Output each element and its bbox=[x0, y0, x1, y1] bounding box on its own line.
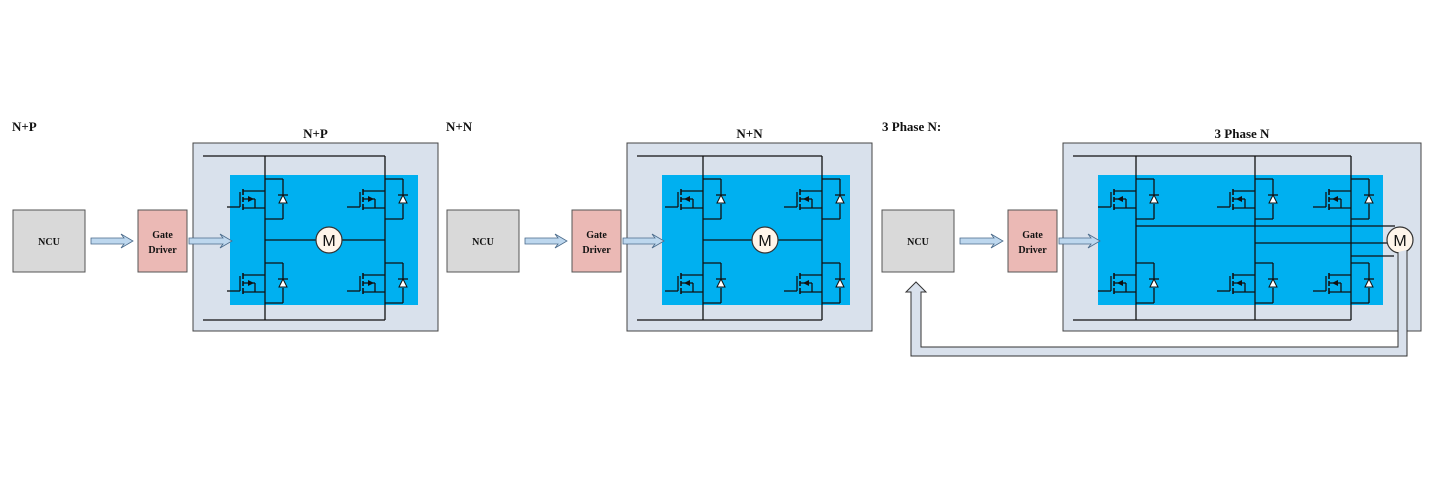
arrow-ncu-to-driver bbox=[90, 233, 134, 249]
diode-icon bbox=[1149, 193, 1159, 204]
body-arrow-icon bbox=[248, 196, 254, 202]
diode-icon bbox=[398, 193, 408, 204]
gate-driver-box bbox=[137, 209, 188, 273]
diode-icon bbox=[1268, 277, 1278, 288]
body-arrow-icon bbox=[1236, 196, 1242, 202]
feedback-path bbox=[904, 250, 1408, 357]
feedback-arrow bbox=[904, 250, 1408, 357]
bridge-title: N+P bbox=[303, 126, 328, 141]
gate-driver-label: Driver bbox=[582, 245, 611, 256]
ncu-label: NCU bbox=[472, 237, 494, 248]
gate-driver-label: Gate bbox=[1022, 230, 1043, 241]
mosfet-low-side bbox=[665, 262, 726, 304]
arrow-driver-to-bridge bbox=[188, 233, 233, 249]
diode-icon bbox=[1364, 193, 1374, 204]
body-arrow-icon bbox=[1117, 196, 1123, 202]
half-bridge-leg bbox=[665, 156, 726, 320]
body-arrow-icon bbox=[368, 280, 374, 286]
body-arrow-icon bbox=[1117, 280, 1123, 286]
body-arrow-icon bbox=[684, 196, 690, 202]
mosfet-low-side bbox=[1217, 262, 1278, 304]
ncu-block: NCU bbox=[12, 209, 86, 273]
diode-icon bbox=[716, 193, 726, 204]
motor: M bbox=[1386, 226, 1414, 254]
body-arrow-icon bbox=[1236, 280, 1242, 286]
mosfet-low-side bbox=[227, 262, 288, 304]
mosfet-high-side bbox=[784, 178, 845, 220]
gate-driver-label: Driver bbox=[148, 245, 177, 256]
half-bridge-leg bbox=[347, 156, 408, 320]
motor-icon bbox=[315, 226, 343, 254]
mosfet-low-side bbox=[1313, 262, 1374, 304]
mosfet-high-side bbox=[1313, 178, 1374, 220]
motor: M bbox=[315, 226, 343, 254]
arrow-driver-to-bridge bbox=[622, 233, 665, 249]
gate-driver-label: Gate bbox=[586, 230, 607, 241]
diode-icon bbox=[278, 193, 288, 204]
arrow-driver-to-bridge bbox=[1058, 233, 1101, 249]
diode-icon bbox=[1364, 277, 1374, 288]
diode-icon bbox=[398, 277, 408, 288]
body-arrow-icon bbox=[368, 196, 374, 202]
diode-icon bbox=[1149, 277, 1159, 288]
ncu-block: NCU bbox=[881, 209, 955, 273]
ncu-label: NCU bbox=[907, 237, 929, 248]
ncu-box bbox=[881, 209, 955, 273]
mosfet-low-side bbox=[1098, 262, 1159, 304]
gate-driver-label: Driver bbox=[1018, 245, 1047, 256]
mosfet-high-side bbox=[227, 178, 288, 220]
body-arrow-icon bbox=[1332, 196, 1338, 202]
body-arrow-icon bbox=[1332, 280, 1338, 286]
body-arrow-icon bbox=[803, 280, 809, 286]
gate-driver-label: Gate bbox=[152, 230, 173, 241]
motor-label: M bbox=[322, 233, 335, 250]
motor-icon bbox=[751, 226, 779, 254]
diode-icon bbox=[1268, 193, 1278, 204]
half-bridge-leg bbox=[1313, 156, 1374, 320]
gate-driver-box bbox=[571, 209, 622, 273]
motor-label: M bbox=[1393, 233, 1406, 250]
half-bridge-leg bbox=[784, 156, 845, 320]
body-arrow-icon bbox=[684, 280, 690, 286]
section-label: N+N bbox=[446, 119, 473, 134]
ncu-block: NCU bbox=[446, 209, 520, 273]
mosfet-low-side bbox=[347, 262, 408, 304]
bridge-inner-box bbox=[1098, 175, 1383, 305]
mosfet-high-side bbox=[347, 178, 408, 220]
ncu-box bbox=[12, 209, 86, 273]
arrow-ncu-to-driver bbox=[524, 233, 568, 249]
motor: M bbox=[751, 226, 779, 254]
half-bridge-leg bbox=[227, 156, 288, 320]
half-bridge-leg bbox=[1098, 156, 1159, 320]
half-bridge-leg bbox=[1217, 156, 1278, 320]
body-arrow-icon bbox=[803, 196, 809, 202]
gate-driver-box bbox=[1007, 209, 1058, 273]
diode-icon bbox=[835, 277, 845, 288]
ncu-label: NCU bbox=[38, 237, 60, 248]
diode-icon bbox=[278, 277, 288, 288]
body-arrow-icon bbox=[248, 280, 254, 286]
ncu-box bbox=[446, 209, 520, 273]
section-label: N+P bbox=[12, 119, 37, 134]
mosfet-high-side bbox=[1098, 178, 1159, 220]
bridge-title: N+N bbox=[736, 126, 763, 141]
diode-icon bbox=[716, 277, 726, 288]
diode-icon bbox=[835, 193, 845, 204]
section-label: 3 Phase N: bbox=[882, 119, 941, 134]
bridge-title: 3 Phase N bbox=[1215, 126, 1271, 141]
arrow-ncu-to-driver bbox=[959, 233, 1004, 249]
mosfet-high-side bbox=[1217, 178, 1278, 220]
mosfet-high-side bbox=[665, 178, 726, 220]
motor-label: M bbox=[758, 233, 771, 250]
mosfet-low-side bbox=[784, 262, 845, 304]
